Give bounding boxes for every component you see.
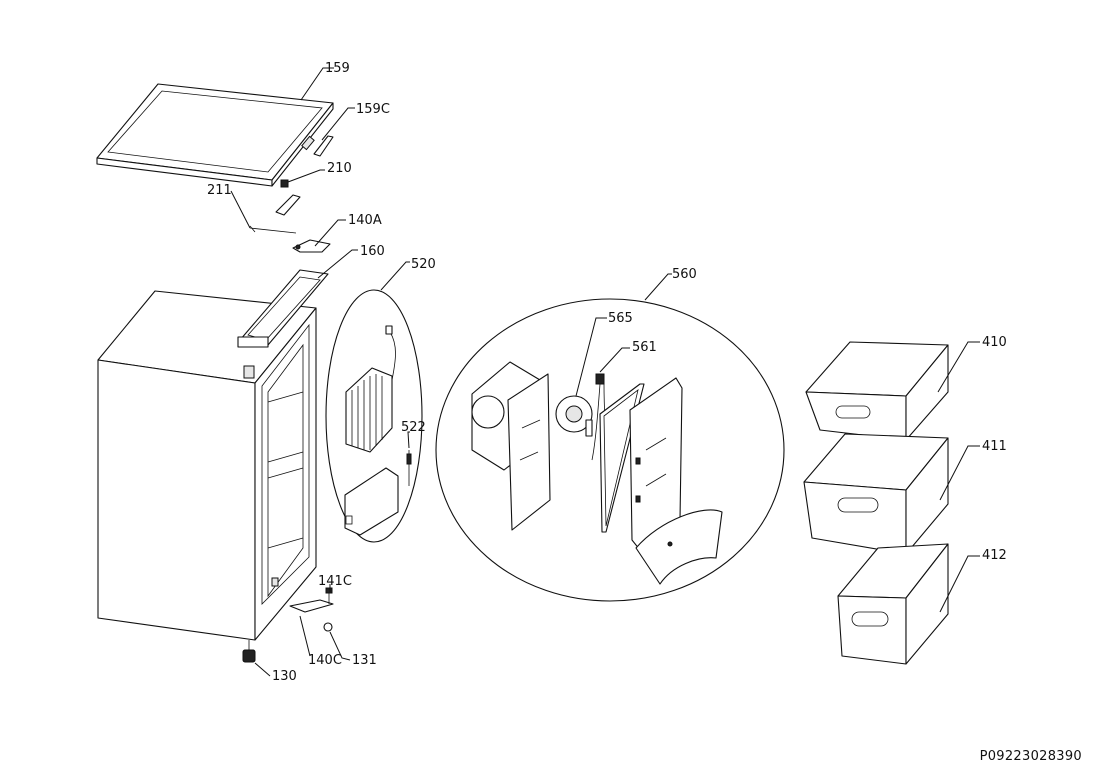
part-210[interactable]: [275, 179, 301, 216]
part-410-drawer[interactable]: [805, 341, 949, 441]
part-522-sensor[interactable]: [406, 450, 412, 486]
group-520-outline: [325, 289, 423, 543]
label-159: 159: [325, 61, 350, 76]
label-211: 211: [207, 183, 232, 198]
label-140c: 140C: [308, 653, 342, 668]
label-560: 560: [672, 267, 697, 282]
label-141c: 141C: [318, 574, 352, 589]
label-522: 522: [401, 420, 426, 435]
part-160-frame[interactable]: [237, 269, 329, 348]
part-labels: 159 159C 210 211 140A 160 520 522 560 56…: [207, 61, 1007, 684]
label-130: 130: [272, 669, 297, 684]
part-520-cover[interactable]: [344, 467, 399, 536]
label-159c: 159C: [356, 102, 390, 117]
label-410: 410: [982, 335, 1007, 350]
label-140a: 140A: [348, 213, 382, 228]
part-top-cover[interactable]: [96, 83, 334, 187]
label-131: 131: [352, 653, 377, 668]
part-520-evaporator[interactable]: [345, 325, 396, 453]
part-565-fan[interactable]: [555, 395, 593, 437]
part-211[interactable]: [249, 225, 297, 234]
label-412: 412: [982, 548, 1007, 563]
leader-lines: [230, 67, 980, 677]
label-411: 411: [982, 439, 1007, 454]
label-210: 210: [327, 161, 352, 176]
label-160: 160: [360, 244, 385, 259]
part-130-foot[interactable]: [242, 640, 256, 663]
label-561: 561: [632, 340, 657, 355]
part-141c-pin[interactable]: [325, 587, 333, 604]
part-560-back-plate[interactable]: [507, 373, 551, 531]
part-140a-hinge[interactable]: [292, 239, 331, 253]
part-cabinet[interactable]: [97, 290, 317, 641]
part-412-drawer[interactable]: [837, 543, 949, 665]
part-560-duct-cover[interactable]: [635, 509, 723, 585]
part-140c-hinge[interactable]: [289, 599, 334, 613]
label-565: 565: [608, 311, 633, 326]
label-520: 520: [411, 257, 436, 272]
part-411-drawer[interactable]: [803, 433, 949, 555]
part-131-bushing[interactable]: [323, 622, 333, 632]
part-top-cover-clip[interactable]: [313, 135, 334, 157]
group-560-outline: [435, 298, 785, 602]
document-code: P09223028390: [979, 749, 1082, 764]
